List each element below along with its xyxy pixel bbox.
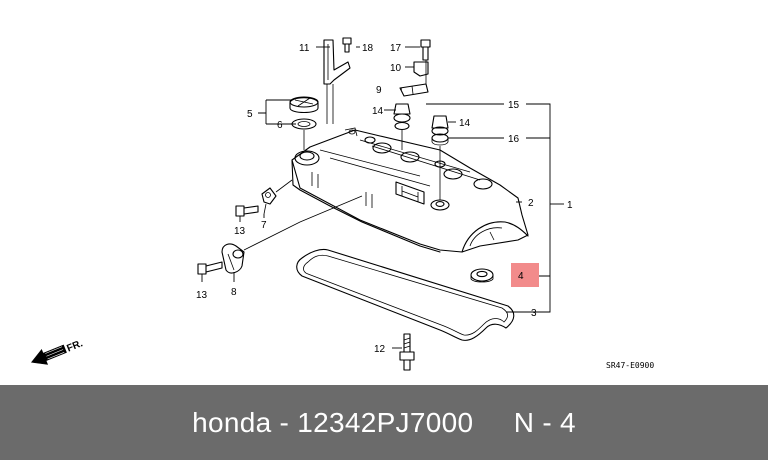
callout-15: 15 [508,100,520,111]
callout-10: 10 [390,63,402,74]
callout-1: 1 [567,200,573,211]
drawing-code: SR47-E0900 [606,361,654,370]
bolt-17 [420,39,431,61]
highlight-box [511,263,539,287]
callout-3: 3 [531,308,537,319]
callout-7: 7 [261,220,267,231]
stud-bolt-12 [399,333,415,371]
parts-diagram: 11 18 17 10 9 14 14 15 16 1 2 3 4 5 6 7 … [31,37,655,371]
callout-12: 12 [374,344,386,355]
callout-14-right: 14 [459,118,471,129]
bracket-8 [221,243,245,274]
callout-18: 18 [362,43,374,54]
seal-washer-part-4 [470,268,494,283]
diagram-canvas: 11 18 17 10 9 14 14 15 16 1 2 3 4 5 6 7 … [31,37,654,371]
callout-9: 9 [376,85,382,96]
callout-11: 11 [299,43,310,54]
harness-bracket [323,39,351,124]
callout-13-upper: 13 [234,226,246,237]
callout-8: 8 [231,287,237,298]
cap-nut-14-right [431,115,449,136]
callout-13-lower: 13 [196,290,208,301]
callout-14-left: 14 [372,106,384,117]
washer-16 [431,133,449,146]
callout-labels: 11 18 17 10 9 14 14 15 16 1 2 3 4 5 6 7 … [196,43,573,355]
callout-2: 2 [528,198,534,209]
brand-logo-icon [395,181,425,205]
callout-17: 17 [390,43,402,54]
callout-6: 6 [277,120,283,131]
callout-4: 4 [518,271,524,282]
sensor-7 [261,187,277,215]
bolt-13-lower [197,261,223,275]
callout-16: 16 [508,134,520,145]
holder-9 [399,83,429,97]
callout-5: 5 [247,109,253,120]
cover-gasket [296,248,515,341]
cover-bosses [364,136,493,190]
caption-bar: honda - 12342PJ7000 N - 4 [0,385,768,460]
direction-label: FR. [65,338,84,354]
cap-nut-14-left [393,103,411,131]
bolt-18 [342,37,352,53]
valve-cover [291,127,529,253]
front-arrow-icon: FR. [31,338,85,365]
bolt-13-upper [235,205,259,217]
caption-text: honda - 12342PJ7000 N - 4 [192,406,576,438]
